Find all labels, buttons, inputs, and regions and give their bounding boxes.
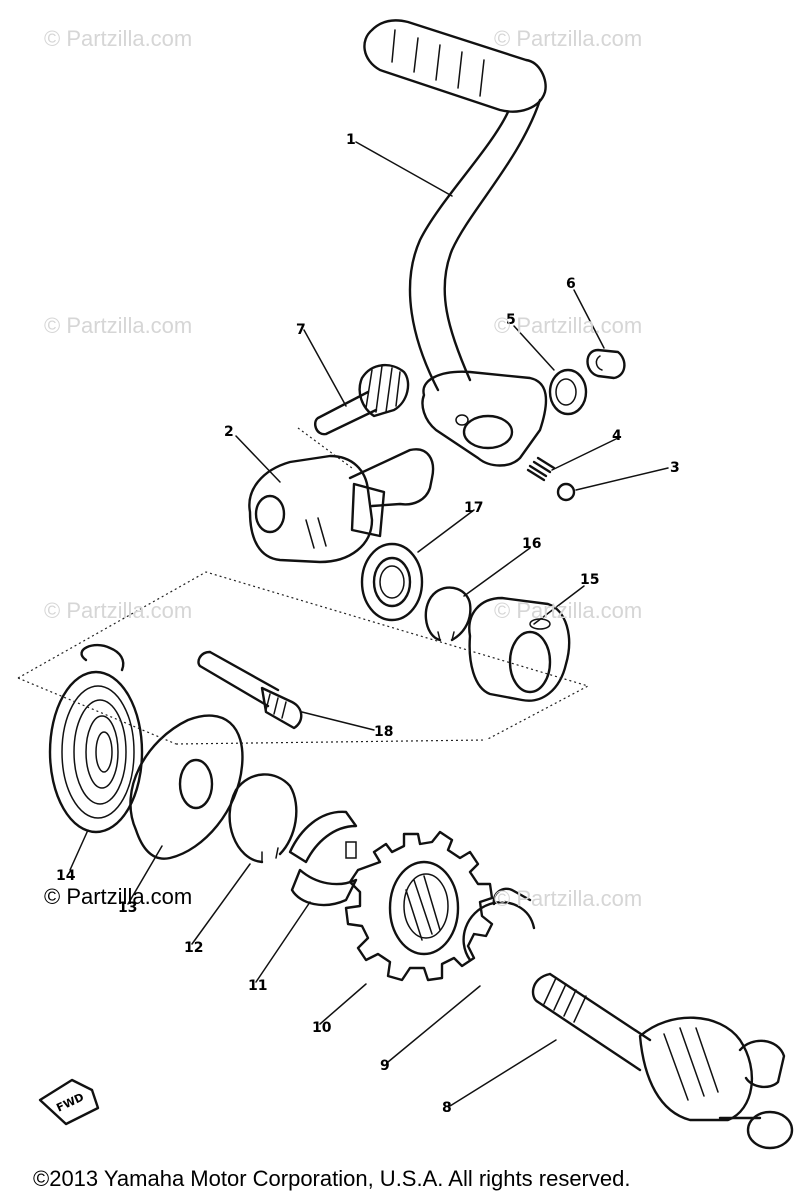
ball-3[interactable] xyxy=(556,482,576,502)
kick-boss[interactable] xyxy=(248,448,435,564)
callout-6: 6 xyxy=(566,276,576,292)
partzilla-brand-label: © Partzilla.com xyxy=(44,884,193,909)
pinch-bolt[interactable] xyxy=(314,364,410,436)
fwd-label: FWD xyxy=(54,1091,86,1115)
callout-10: 10 xyxy=(312,1020,332,1036)
assembly-outline xyxy=(17,427,590,745)
callout-12: 12 xyxy=(184,940,203,956)
watermark-5: © Partzilla.com xyxy=(44,598,193,623)
callout-18: 18 xyxy=(374,724,393,740)
callout-3: 3 xyxy=(670,460,680,476)
spring-clip-9[interactable] xyxy=(462,887,536,962)
washer-5[interactable] xyxy=(548,368,588,416)
spring-4[interactable] xyxy=(526,456,556,482)
callout-numbers: 1 2 3 4 5 6 7 8 9 10 11 12 13 14 15 16 1… xyxy=(56,132,680,1116)
watermark-1: © Partzilla.com xyxy=(44,26,193,51)
friction-clip-11[interactable] xyxy=(288,810,358,907)
callout-2: 2 xyxy=(224,424,234,440)
callout-13: 13 xyxy=(118,900,137,916)
leader-lines xyxy=(69,141,669,1107)
callout-5: 5 xyxy=(506,312,516,328)
collar-15[interactable] xyxy=(468,596,571,702)
copyright-notice: ©2013 Yamaha Motor Corporation, U.S.A. A… xyxy=(33,1166,631,1191)
circlip-16[interactable] xyxy=(424,586,472,642)
watermark-3: © Partzilla.com xyxy=(44,313,193,338)
watermark-2: © Partzilla.com xyxy=(494,26,643,51)
circlip-12[interactable] xyxy=(228,773,298,864)
callout-14: 14 xyxy=(56,868,76,884)
callout-16: 16 xyxy=(522,536,541,552)
callout-17: 17 xyxy=(464,500,483,516)
kick-gear-10[interactable] xyxy=(344,830,494,982)
kick-lever[interactable] xyxy=(363,19,548,467)
plate-washer-13[interactable] xyxy=(129,714,244,860)
kick-axle-8[interactable] xyxy=(531,972,794,1150)
callout-1: 1 xyxy=(346,132,356,148)
callout-4: 4 xyxy=(612,428,622,444)
watermark-7: © Partzilla.com xyxy=(494,886,643,911)
pin-18[interactable] xyxy=(197,650,303,730)
torsion-spring-14[interactable] xyxy=(48,643,144,834)
callout-15: 15 xyxy=(580,572,599,588)
oil-seal-17[interactable] xyxy=(360,542,424,622)
callout-8: 8 xyxy=(442,1100,452,1116)
circlip-6[interactable] xyxy=(586,348,626,380)
fwd-arrow-icon: FWD xyxy=(38,1078,100,1126)
callout-9: 9 xyxy=(380,1058,390,1074)
watermark-6: © Partzilla.com xyxy=(494,598,643,623)
callout-7: 7 xyxy=(296,322,306,338)
callout-11: 11 xyxy=(248,978,267,994)
watermark-4: © Partzilla.com xyxy=(494,313,643,338)
